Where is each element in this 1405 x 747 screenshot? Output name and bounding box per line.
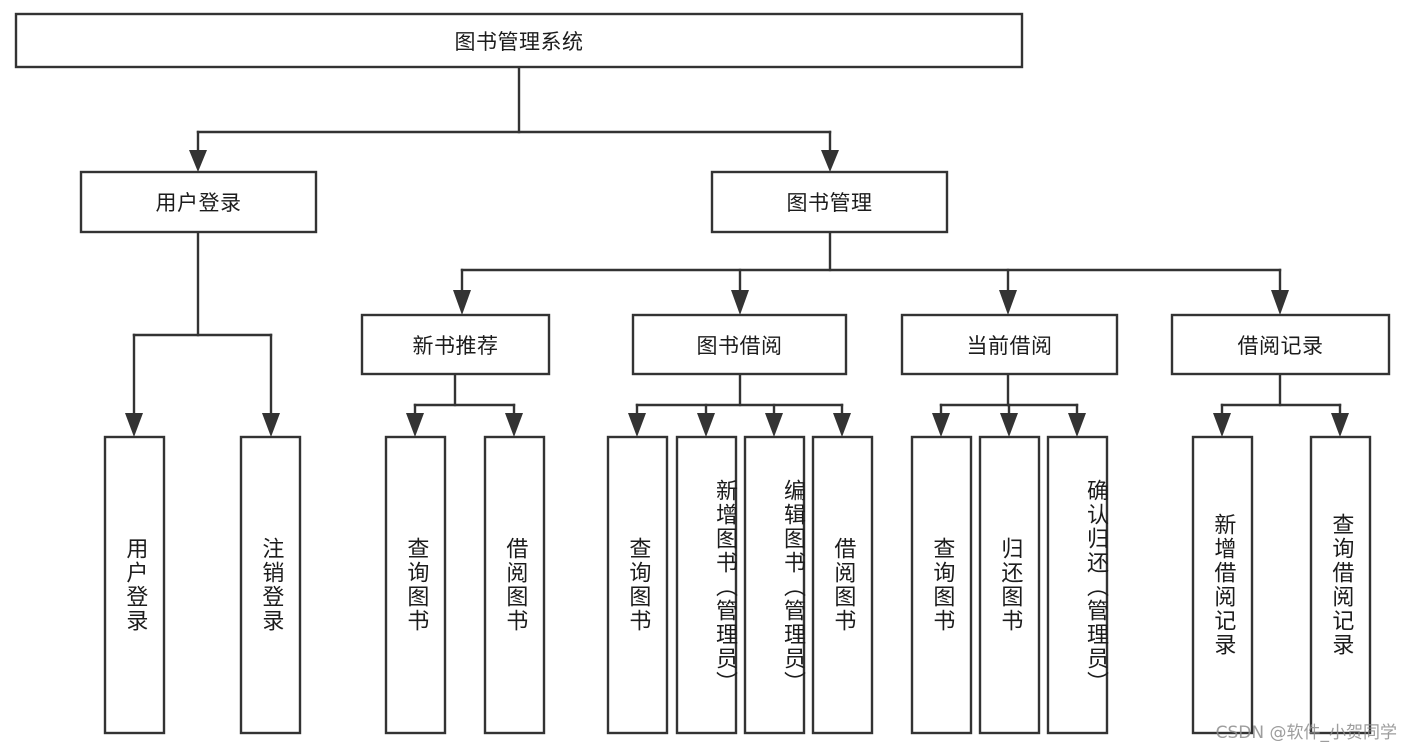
node-box-leaf-return-book (978, 435, 1041, 735)
node-box-book-manage (710, 170, 949, 234)
node-box-user-login (79, 170, 318, 234)
node-box-new-book-rec (360, 313, 551, 376)
connector-book-borrow-to-leaves (628, 372, 851, 437)
connector-new-book-rec-to-leaves (406, 372, 523, 437)
connector-book-manage-to-level2 (453, 230, 1289, 315)
node-box-leaf-confirm-return (1046, 435, 1109, 735)
node-box-leaf-edit-book (743, 435, 806, 735)
node-box-leaf-borrow-book-2 (811, 435, 874, 735)
connector-current-borrow-to-leaves (932, 372, 1086, 437)
node-box-leaf-logout (239, 435, 302, 735)
node-box-root (14, 12, 1024, 69)
node-box-leaf-query-book-3 (910, 435, 973, 735)
node-box-leaf-query-record (1309, 435, 1372, 735)
node-box-leaf-user-login (103, 435, 166, 735)
node-box-current-borrow (900, 313, 1119, 376)
node-box-borrow-record (1170, 313, 1391, 376)
connector-user-login-to-leaves (125, 230, 280, 437)
node-box-leaf-query-book-2 (606, 435, 669, 735)
node-box-leaf-borrow-book-1 (483, 435, 546, 735)
node-box-book-borrow (631, 313, 848, 376)
node-box-leaf-add-record (1191, 435, 1254, 735)
connector-root-to-level1 (189, 65, 839, 172)
node-box-leaf-add-book (675, 435, 738, 735)
node-box-leaf-query-book-1 (384, 435, 447, 735)
connector-borrow-record-to-leaves (1213, 372, 1349, 437)
